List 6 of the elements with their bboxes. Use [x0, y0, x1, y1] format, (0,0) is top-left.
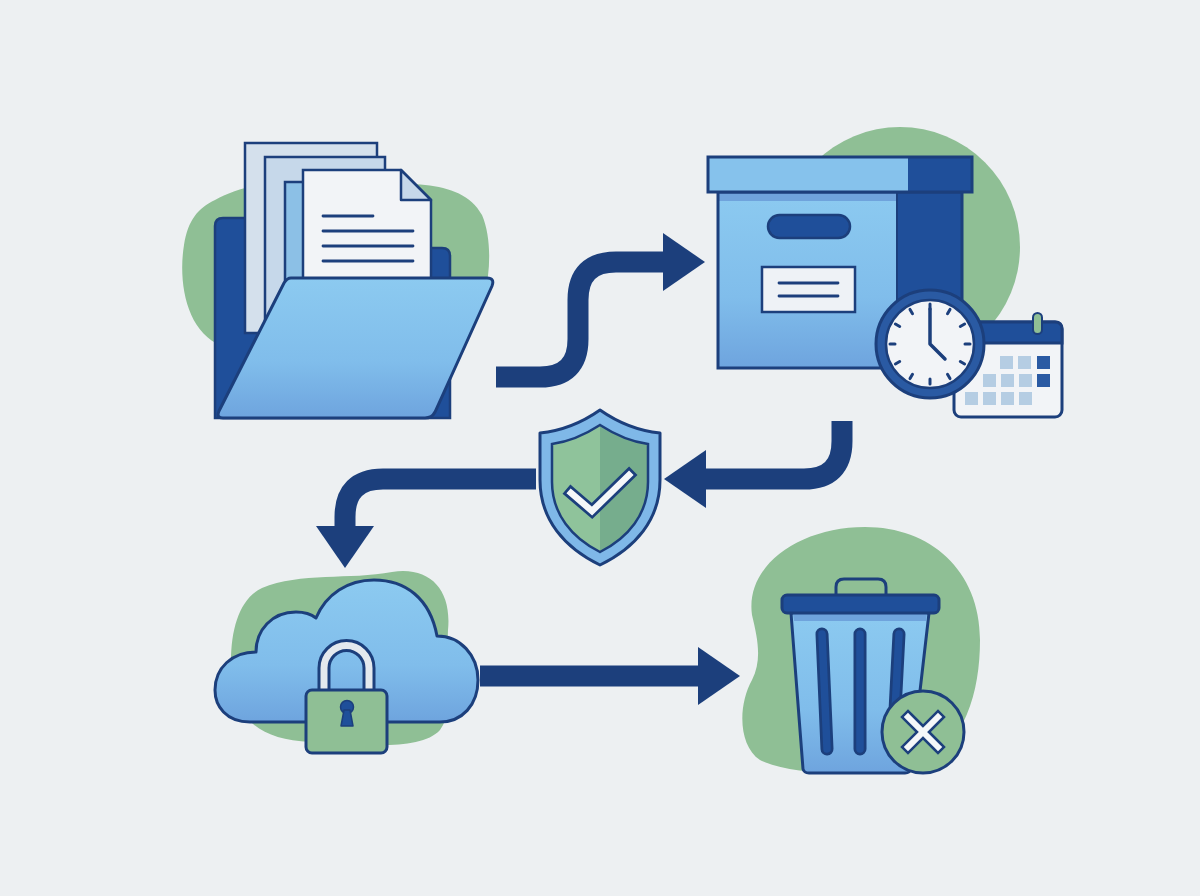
cloud-illustration: [213, 568, 480, 756]
document-folder-illustration: [180, 140, 496, 420]
flow-arrow: [480, 647, 740, 705]
flow-arrow: [316, 468, 536, 568]
trash-can-illustration: [740, 525, 982, 777]
shield-check-illustration: [536, 407, 664, 567]
